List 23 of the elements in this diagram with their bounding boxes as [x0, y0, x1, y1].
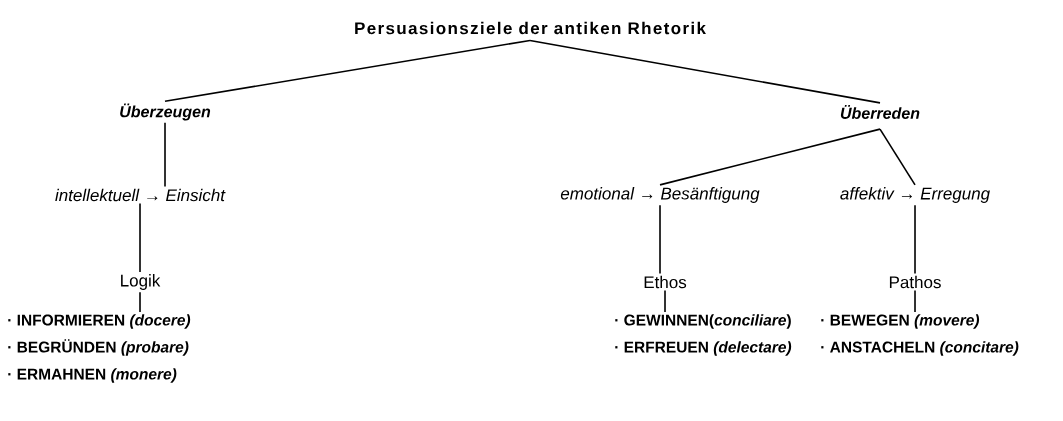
- bullet-list: · INFORMIEREN (docere) · BEGRÜNDEN (probare) · ERMAHNEN (monere): [8, 314, 191, 383]
- title-text: Persuasionsziele der antiken Rhetorik: [355, 21, 706, 35]
- branch-label: intellektuell → Einsicht: [55, 188, 226, 202]
- bullet-list: · BEWEGEN (movere) · ANSTACHELN (concitare): [821, 314, 1019, 356]
- category-label: Logik: [121, 274, 161, 290]
- category-label: Ethos: [644, 275, 687, 289]
- connector-line: [659, 128, 881, 186]
- branch-heading: Überzeugen: [120, 103, 211, 121]
- connector-line: [164, 39, 531, 103]
- connector-line: [139, 202, 141, 273]
- connector-line: [664, 289, 666, 313]
- connector-line: [659, 204, 661, 275]
- connector-line: [914, 289, 916, 313]
- connector-line: [914, 204, 916, 275]
- connector-line: [139, 291, 141, 313]
- branch-label: emotional → Besänftigung: [560, 187, 760, 203]
- category-label: Pathos: [889, 275, 941, 289]
- bullet-list: · GEWINNEN(conciliare) · ERFREUEN (delectare): [615, 314, 792, 356]
- branch-label: affektiv → Erregung: [840, 187, 990, 203]
- branch-heading: Überreden: [840, 105, 920, 119]
- connector-line: [529, 39, 881, 104]
- connector-line: [879, 128, 916, 186]
- connector-line: [164, 121, 166, 188]
